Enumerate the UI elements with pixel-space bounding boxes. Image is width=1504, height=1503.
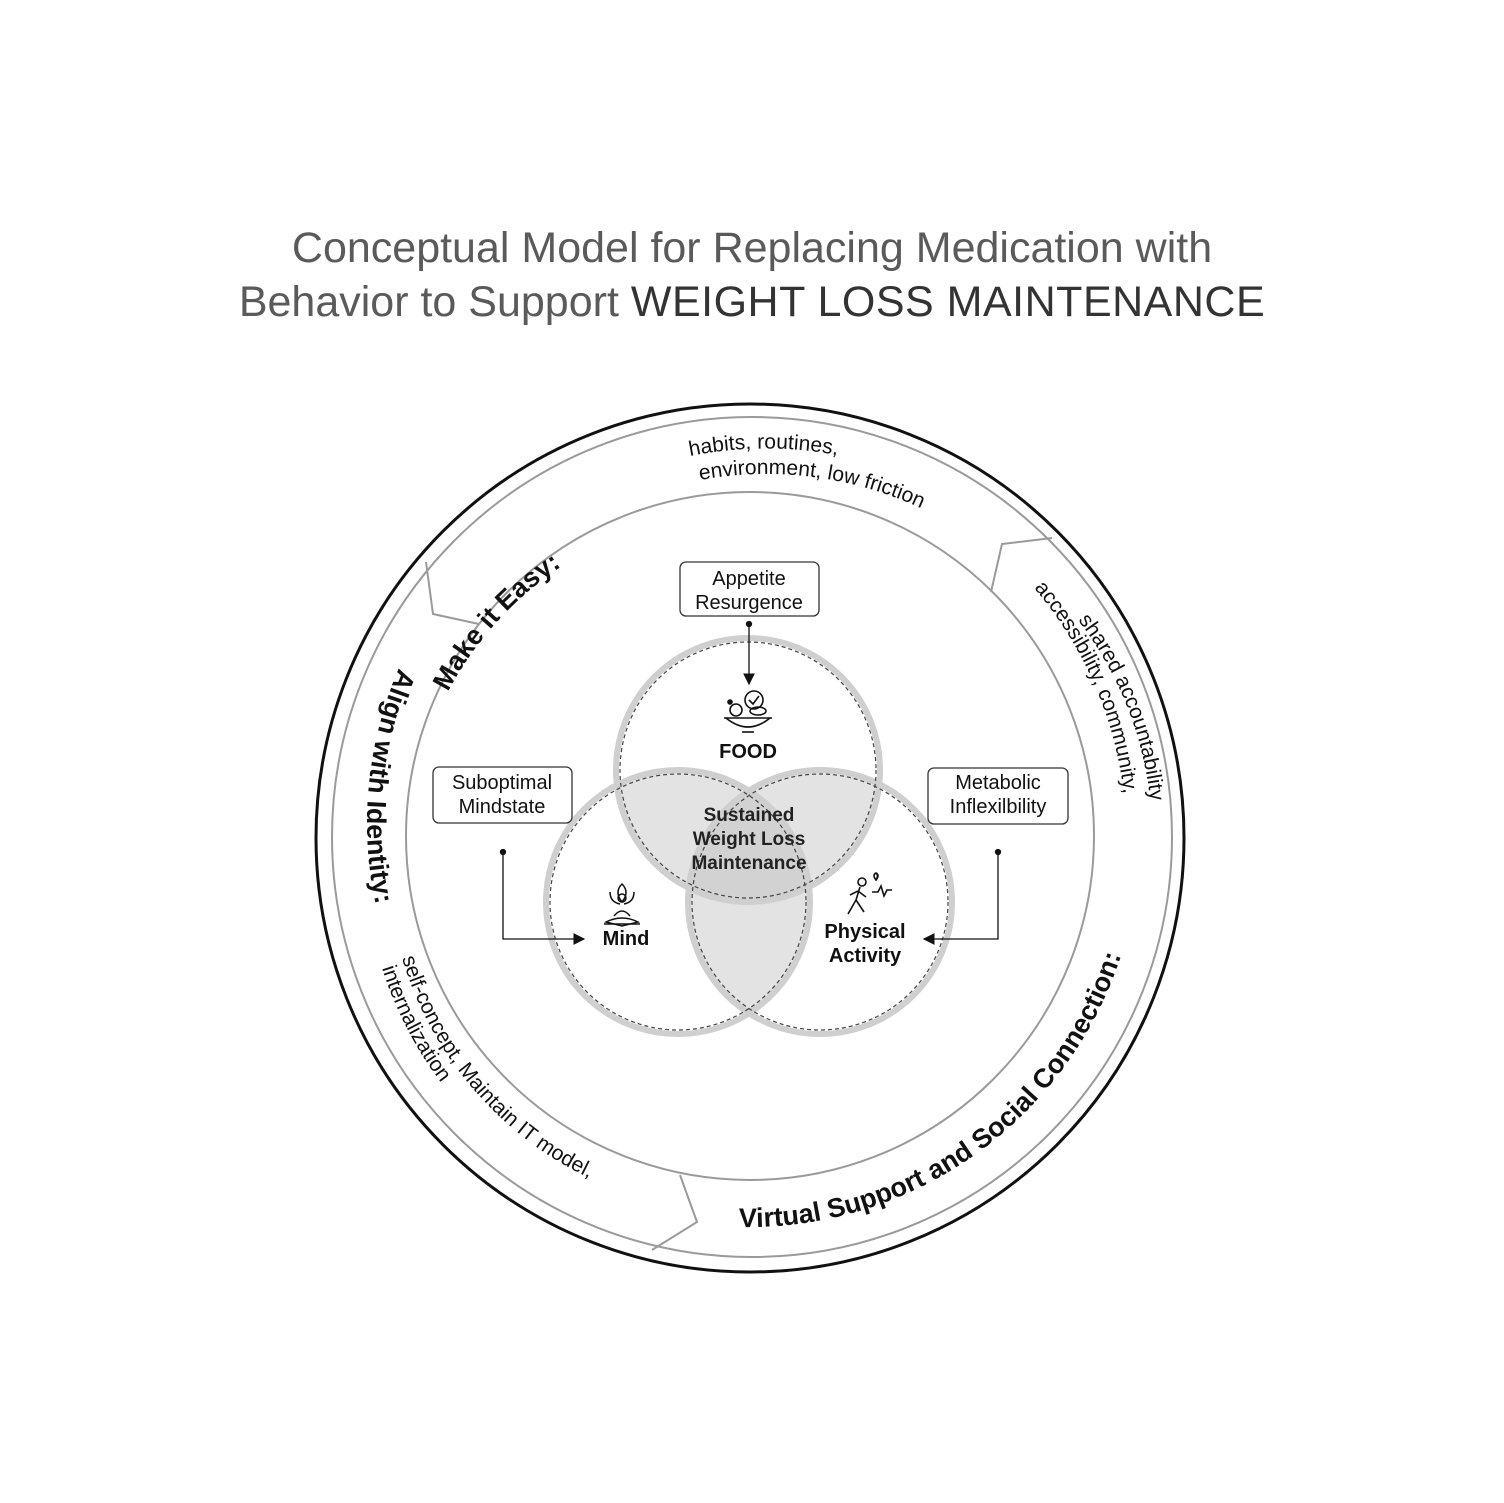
center-label-line-3: Maintenance <box>691 853 806 874</box>
social-heading: Virtual Support and Social Connection: <box>739 948 1127 1234</box>
mindstate-connector-dot <box>499 848 507 856</box>
ring-separator-easy-identity <box>425 561 480 625</box>
mind-icon <box>603 882 641 927</box>
activity-icon <box>847 872 892 915</box>
title-line-1: Conceptual Model for Replacing Medicatio… <box>292 224 1212 272</box>
outer-ring-border <box>314 402 1186 1274</box>
title-line-2-bold: WEIGHT LOSS MAINTENANCE <box>631 278 1265 326</box>
metabolic-arrow <box>922 854 999 945</box>
outer-ring-inner-border <box>331 416 1173 1258</box>
make-easy-detail-2: environment, low friction <box>697 456 929 513</box>
activity-label-line-2: Activity <box>829 945 902 967</box>
food-label: FOOD <box>719 741 777 763</box>
title-line-2-light: Behavior to Support <box>239 278 631 326</box>
mind-label: Mind <box>603 928 650 950</box>
mind-circle-halo <box>543 767 813 1037</box>
mindstate-line-1: Suboptimal <box>452 772 552 794</box>
ring-separator-identity-social <box>651 1174 699 1251</box>
identity-heading: Align with Identity: <box>361 666 421 906</box>
inner-ring-border <box>405 491 1095 1181</box>
appetite-line-2: Resurgence <box>695 592 803 614</box>
metabolic-line-1: Metabolic <box>955 772 1041 794</box>
connectors <box>499 620 1002 945</box>
overlap-center <box>688 770 810 902</box>
ring-segment-identity: Align with Identity: self-concept, Maint… <box>361 666 597 1183</box>
title-line-2: Behavior to Support WEIGHT LOSS MAINTENA… <box>239 278 1265 326</box>
make-easy-heading: Make it Easy: <box>427 546 565 694</box>
mindstate-line-2: Mindstate <box>459 796 546 818</box>
ring-separator-easy-social <box>990 537 1053 593</box>
activity-label-line-1: Physical <box>824 921 905 943</box>
center-label-line-2: Weight Loss <box>693 829 806 850</box>
mind-circle <box>549 773 807 1031</box>
page-title: Conceptual Model for Replacing Medicatio… <box>239 224 1265 326</box>
outer-ring <box>314 402 1186 1274</box>
activity-circle <box>691 773 949 1031</box>
venn-overlaps <box>616 770 880 1034</box>
center-label: Sustained Weight Loss Maintenance <box>691 805 806 874</box>
metabolic-line-2: Inflexilbility <box>950 796 1047 818</box>
activity-circle-halo <box>685 767 955 1037</box>
food-circle-halo <box>613 635 883 905</box>
venn-circles <box>543 635 955 1037</box>
food-icon <box>724 690 772 733</box>
mindstate-box: Suboptimal Mindstate <box>432 766 573 824</box>
mindstate-arrow <box>502 854 586 945</box>
appetite-box: Appetite Resurgence <box>679 561 820 617</box>
metabolic-box: Metabolic Inflexilbility <box>927 767 1069 825</box>
appetite-line-1: Appetite <box>712 568 785 590</box>
center-label-line-1: Sustained <box>704 805 795 826</box>
metabolic-connector-dot <box>994 848 1002 856</box>
food-circle <box>619 641 877 899</box>
appetite-connector-dot <box>745 620 753 628</box>
